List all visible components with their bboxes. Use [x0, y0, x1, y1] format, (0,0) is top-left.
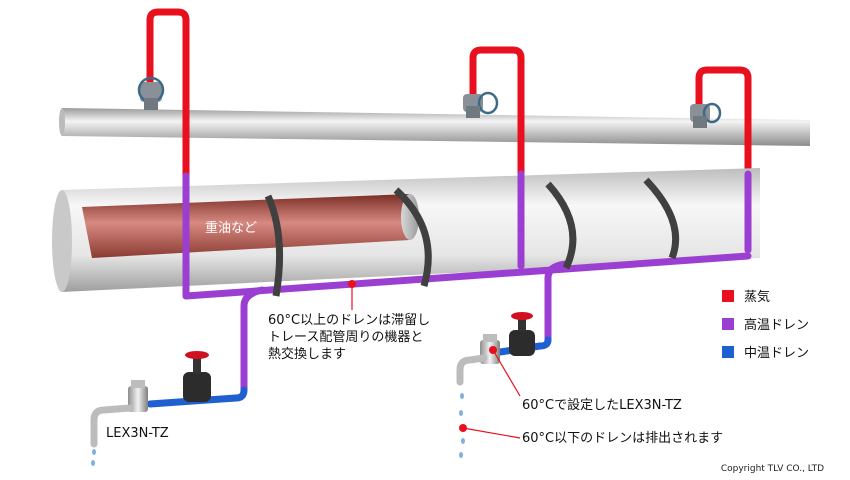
steam-trap-right: [456, 334, 500, 386]
gate-valve-right: [509, 312, 535, 356]
marker-discharge: [459, 424, 467, 432]
annotation-trap-setting: 60°Cで設定したLEX3N-TZ: [522, 398, 682, 413]
annotation-discharge: 60°C以下のドレンは排出されます: [522, 431, 724, 446]
legend-swatch-mid-temp-drain: [722, 345, 734, 358]
mid-temp-drain-lines: [146, 336, 552, 408]
annotation-high-temp-line-2: トレース配管周りの機器と: [268, 330, 424, 345]
steam-loop-3: [695, 66, 752, 178]
legend-item-high-temp-drain: 高温ドレン: [722, 314, 809, 333]
legend-item-mid-temp-drain: 中温ドレン: [722, 342, 809, 361]
pipe-bands: [264, 177, 680, 297]
steam-loop-2: [469, 46, 525, 178]
legend-label-steam: 蒸気: [744, 290, 771, 305]
marker-high-temp: [348, 280, 356, 288]
discharge-drops: [91, 393, 465, 466]
steam-valve-1: [137, 76, 165, 110]
annotation-high-temp-line-1: 60°C以上のドレンは滞留し: [268, 313, 431, 328]
copyright-notice: Copyright TLV CO., LTD: [720, 464, 824, 474]
legend-swatch-high-temp-drain: [722, 317, 734, 330]
upper-steam-header: [59, 108, 810, 146]
steam-valve-3: [690, 102, 722, 128]
annotation-leaders: [348, 280, 521, 439]
steam-loop-1: [146, 8, 190, 180]
marker-trap-setting: [489, 346, 497, 354]
steam-valve-2: [463, 91, 499, 118]
steam-trap-left: [90, 380, 148, 448]
legend-swatch-steam: [722, 289, 734, 302]
legend-label-high-temp-drain: 高温ドレン: [744, 318, 810, 333]
trap-model-label: LEX3N-TZ: [106, 426, 169, 441]
oil-label: 重油など: [205, 221, 258, 236]
annotation-high-temp-line-3: 熱交換します: [268, 347, 347, 362]
legend-item-steam: 蒸気: [722, 286, 770, 305]
gate-valve-left: [183, 351, 211, 402]
legend-label-mid-temp-drain: 中温ドレン: [744, 346, 810, 361]
